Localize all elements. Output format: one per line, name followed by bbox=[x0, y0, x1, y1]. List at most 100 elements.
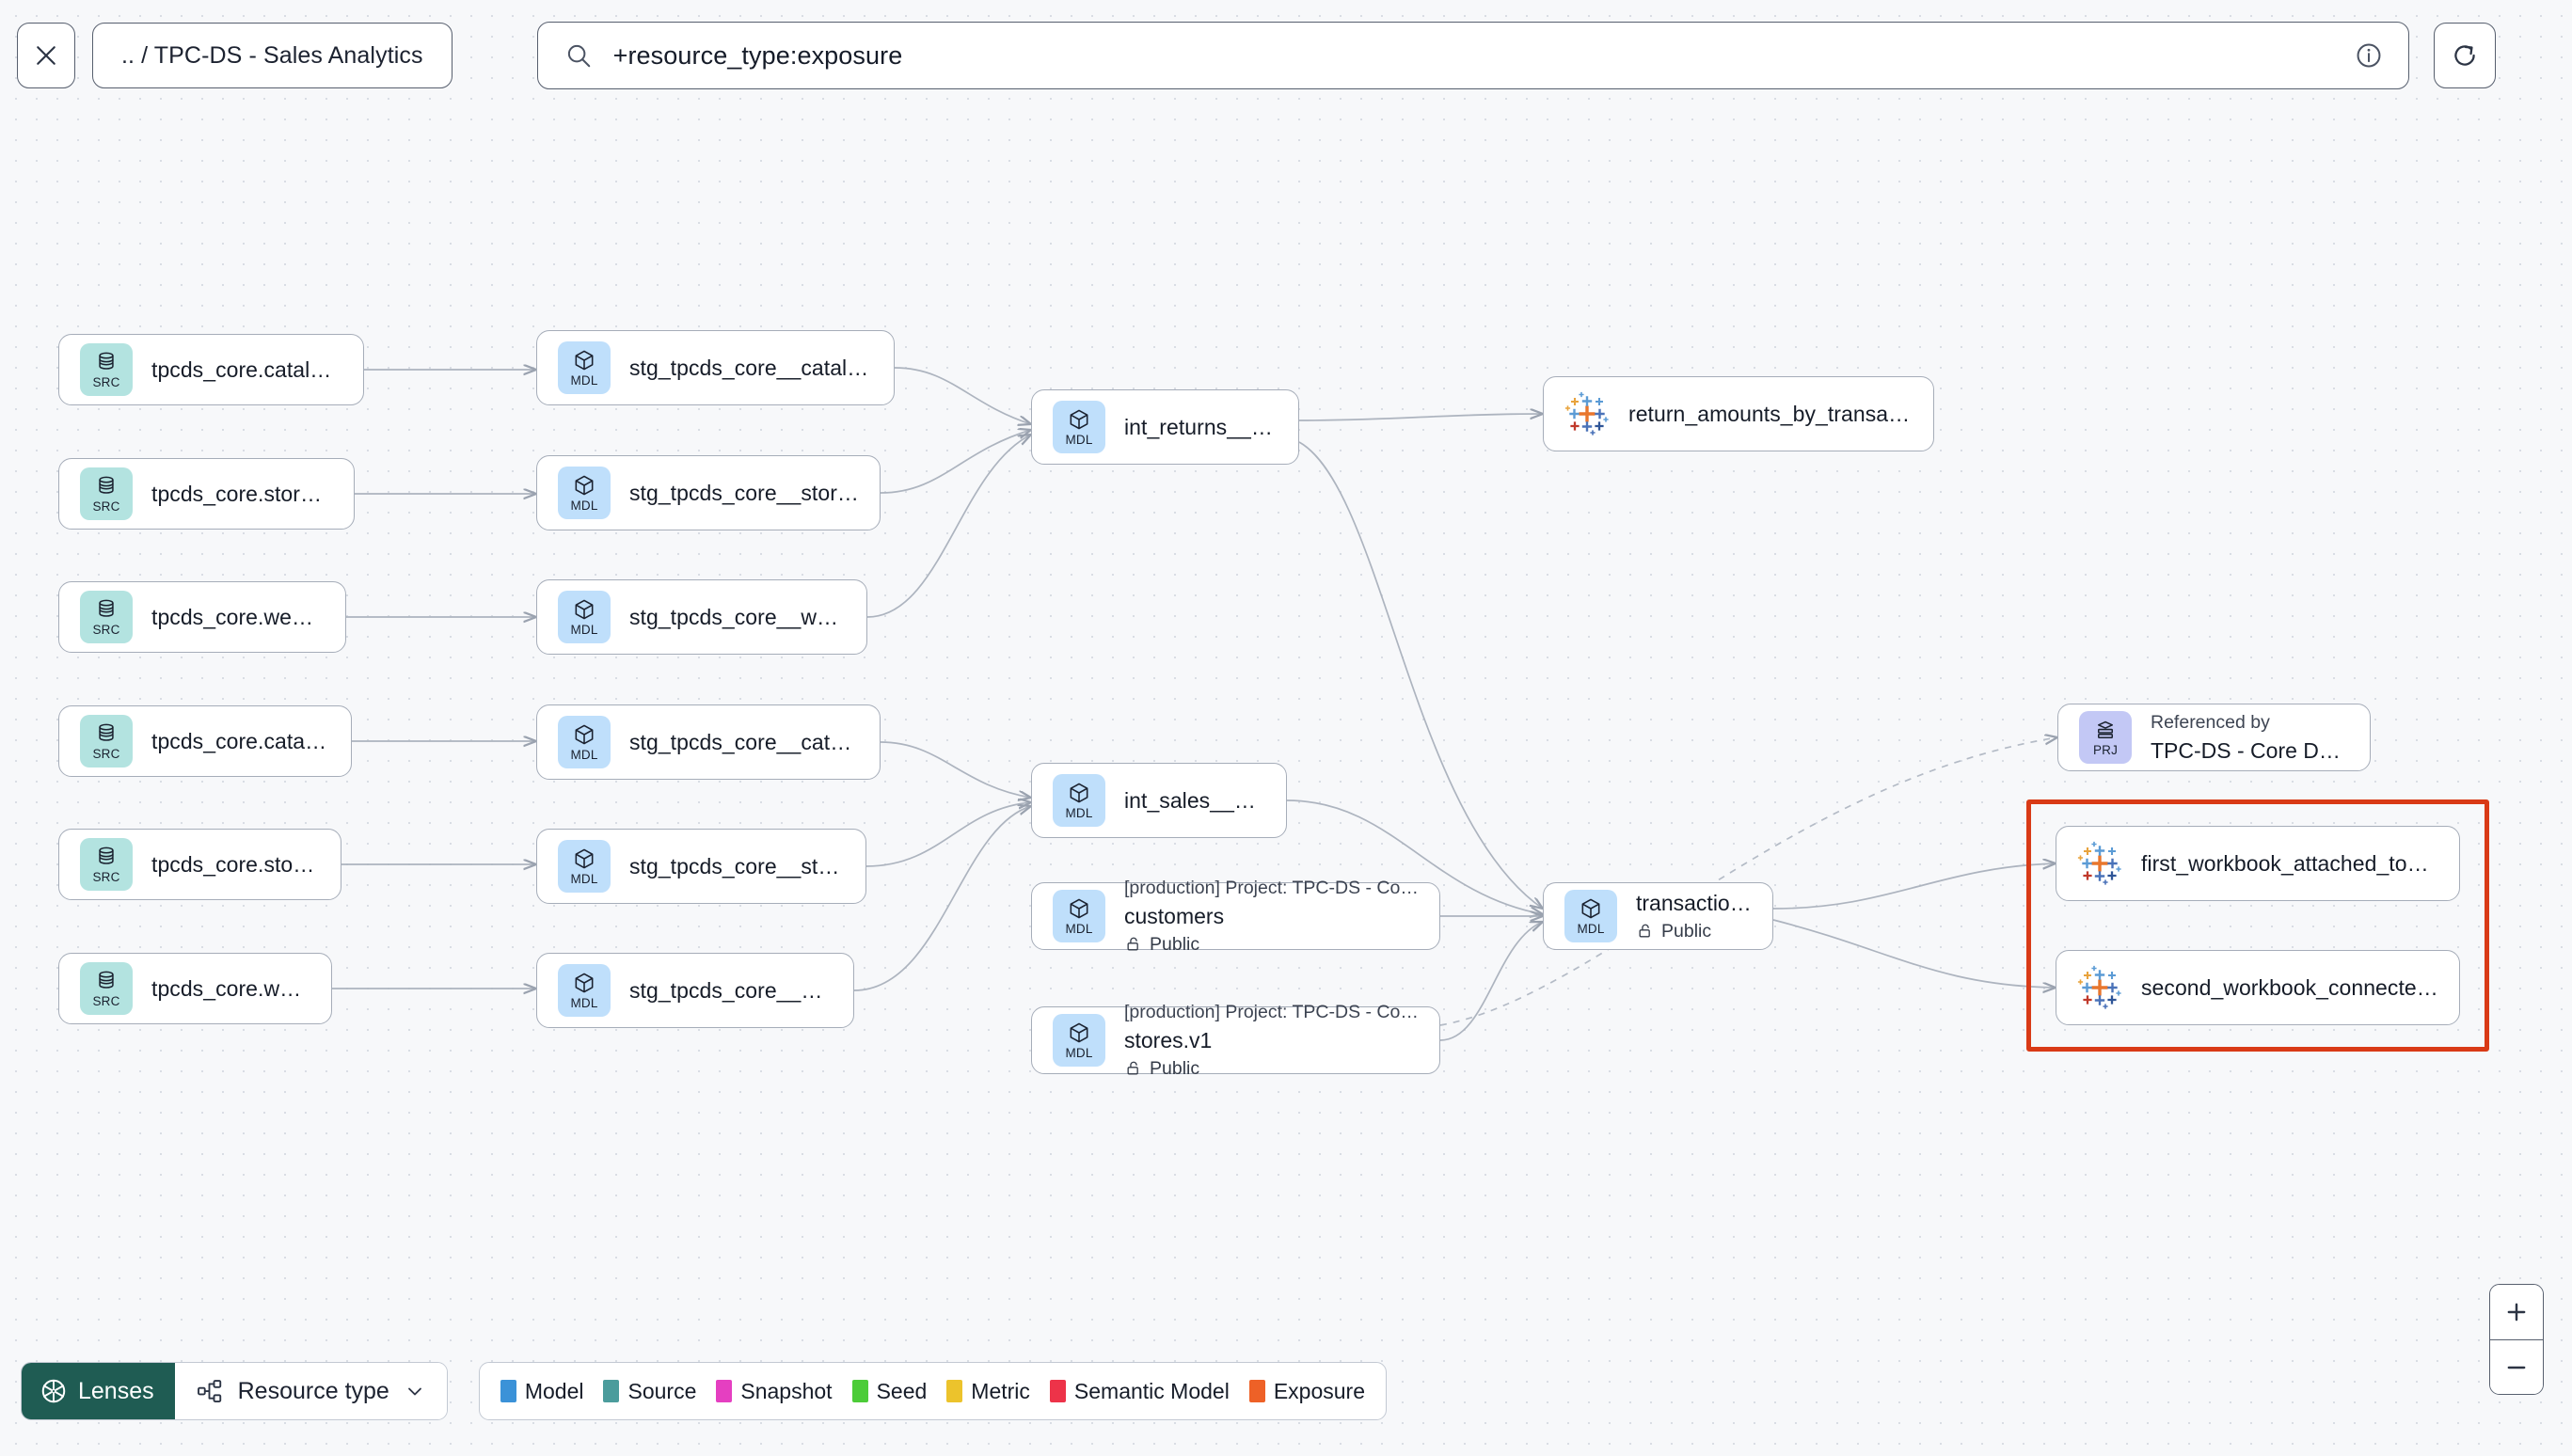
legend-item-semantic-model[interactable]: Semantic Model bbox=[1049, 1378, 1230, 1404]
graph-node-first_workbook[interactable]: first_workbook_attached_to_tpc-ds_-_... bbox=[2056, 826, 2460, 901]
database-icon bbox=[99, 476, 114, 495]
legend-label: Snapshot bbox=[740, 1378, 833, 1403]
legend-item-seed[interactable]: Seed bbox=[851, 1379, 927, 1404]
cube-icon bbox=[575, 599, 594, 620]
legend-swatch bbox=[716, 1380, 733, 1402]
node-label: int_returns__unioned bbox=[1124, 414, 1278, 439]
resource-type-legend: Model Source Snapshot Seed Metric Semantic Mo… bbox=[478, 1362, 1387, 1420]
model-badge: MDL bbox=[558, 964, 611, 1017]
badge-tag: MDL bbox=[570, 623, 598, 638]
graph-node-src_catalog_returns[interactable]: SRC tpcds_core.catalog_returns bbox=[58, 334, 364, 405]
breadcrumb-label: .. / TPC-DS - Sales Analytics bbox=[121, 41, 423, 69]
exposure-icon bbox=[2077, 841, 2121, 885]
plus-icon bbox=[2507, 1303, 2526, 1321]
source-badge: SRC bbox=[80, 343, 133, 396]
cube-icon bbox=[1070, 783, 1088, 803]
graph-node-return_amounts[interactable]: return_amounts_by_transaction_type bbox=[1543, 376, 1934, 451]
graph-node-stg_web_returns[interactable]: MDL stg_tpcds_core__web_returns bbox=[536, 579, 867, 655]
graph-node-second_workbook[interactable]: second_workbook_connected_to_live... bbox=[2056, 950, 2460, 1025]
badge-tag: SRC bbox=[92, 747, 120, 762]
node-body: [production] Project: TPC-DS - Core Data… bbox=[1124, 1002, 1419, 1080]
lenses-button[interactable]: Lenses bbox=[22, 1363, 175, 1419]
badge-tag: SRC bbox=[92, 994, 120, 1009]
zoom-controls bbox=[2489, 1284, 2544, 1395]
node-label: second_workbook_connected_to_live... bbox=[2141, 974, 2438, 1000]
database-icon bbox=[99, 599, 114, 618]
graph-node-stg_store_sales[interactable]: MDL stg_tpcds_core__store_sales bbox=[536, 829, 866, 904]
legend-item-exposure[interactable]: Exposure bbox=[1248, 1379, 1365, 1404]
legend-item-source[interactable]: Source bbox=[603, 1379, 696, 1404]
access-label: Public bbox=[1661, 920, 1712, 942]
badge-tag: MDL bbox=[570, 872, 598, 887]
node-title: stores.v1 bbox=[1124, 1027, 1213, 1052]
legend-item-snapshot[interactable]: Snapshot bbox=[716, 1378, 833, 1404]
close-button[interactable] bbox=[17, 23, 75, 88]
info-icon[interactable] bbox=[2354, 40, 2384, 71]
node-label: stg_tpcds_core__web_returns bbox=[629, 604, 846, 629]
legend-swatch bbox=[851, 1380, 868, 1402]
node-label: stg_tpcds_core__store_sales bbox=[629, 853, 845, 878]
source-badge: SRC bbox=[80, 962, 133, 1015]
model-badge: MDL bbox=[558, 591, 611, 643]
node-label: tpcds_core.store_sales bbox=[151, 851, 320, 877]
resource-type-dropdown[interactable]: Resource type bbox=[174, 1363, 447, 1419]
legend-label: Model bbox=[524, 1378, 584, 1403]
minus-icon bbox=[2507, 1366, 2526, 1369]
node-title: TPC-DS - Core Data Models bbox=[2151, 737, 2349, 763]
search-input[interactable]: +resource_type:exposure bbox=[612, 40, 903, 70]
breadcrumb[interactable]: .. / TPC-DS - Sales Analytics bbox=[92, 23, 452, 88]
node-title: customers bbox=[1124, 903, 1225, 928]
model-badge: MDL bbox=[558, 840, 611, 893]
node-label: tpcds_core.catalog_returns bbox=[151, 356, 342, 382]
model-badge: MDL bbox=[558, 341, 611, 394]
legend-swatch bbox=[500, 1380, 516, 1402]
badge-tag: SRC bbox=[92, 623, 120, 638]
badge-tag: SRC bbox=[92, 499, 120, 514]
search-bar[interactable]: +resource_type:exposure bbox=[536, 22, 2409, 89]
exposure-icon bbox=[1564, 391, 1609, 435]
badge-tag: SRC bbox=[92, 870, 120, 885]
graph-node-customers[interactable]: MDL[production] Project: TPC-DS - Core D… bbox=[1031, 878, 1440, 955]
cube-icon bbox=[575, 475, 594, 496]
source-badge: SRC bbox=[80, 467, 133, 520]
badge-tag: MDL bbox=[570, 996, 598, 1011]
zoom-in-button[interactable] bbox=[2490, 1285, 2543, 1339]
legend-swatch bbox=[1049, 1380, 1066, 1402]
model-badge: MDL bbox=[1564, 890, 1617, 942]
bottom-toolbar: Lenses Resource type Model Source Snapshot… bbox=[21, 1362, 1387, 1420]
top-header: .. / TPC-DS - Sales Analytics +resource_… bbox=[0, 0, 2572, 111]
cube-icon bbox=[1070, 898, 1088, 919]
cube-icon bbox=[1070, 409, 1088, 430]
model-badge: MDL bbox=[558, 716, 611, 768]
node-label: first_workbook_attached_to_tpc-ds_-_... bbox=[2141, 850, 2438, 876]
legend-label: Semantic Model bbox=[1073, 1378, 1230, 1403]
access-label: Public bbox=[1150, 933, 1200, 955]
legend-swatch bbox=[1248, 1380, 1265, 1402]
node-title: transactions bbox=[1636, 890, 1752, 915]
legend-item-model[interactable]: Model bbox=[500, 1378, 584, 1404]
zoom-out-button[interactable] bbox=[2490, 1339, 2543, 1394]
node-label: stg_tpcds_core__store_returns bbox=[629, 480, 859, 505]
graph-node-src_store_sales[interactable]: SRC tpcds_core.store_sales bbox=[58, 829, 341, 900]
graph-node-stores_v1[interactable]: MDL [production] Project: TPC-DS - Core D… bbox=[1031, 1002, 1440, 1079]
search-icon bbox=[567, 44, 590, 68]
legend-item-metric[interactable]: Metric bbox=[946, 1379, 1030, 1404]
badge-tag: MDL bbox=[1065, 1046, 1093, 1061]
project-icon bbox=[2097, 721, 2114, 739]
refresh-button[interactable] bbox=[2433, 23, 2496, 88]
legend-label: Metric bbox=[971, 1378, 1030, 1403]
model-badge: MDL bbox=[1053, 890, 1105, 942]
